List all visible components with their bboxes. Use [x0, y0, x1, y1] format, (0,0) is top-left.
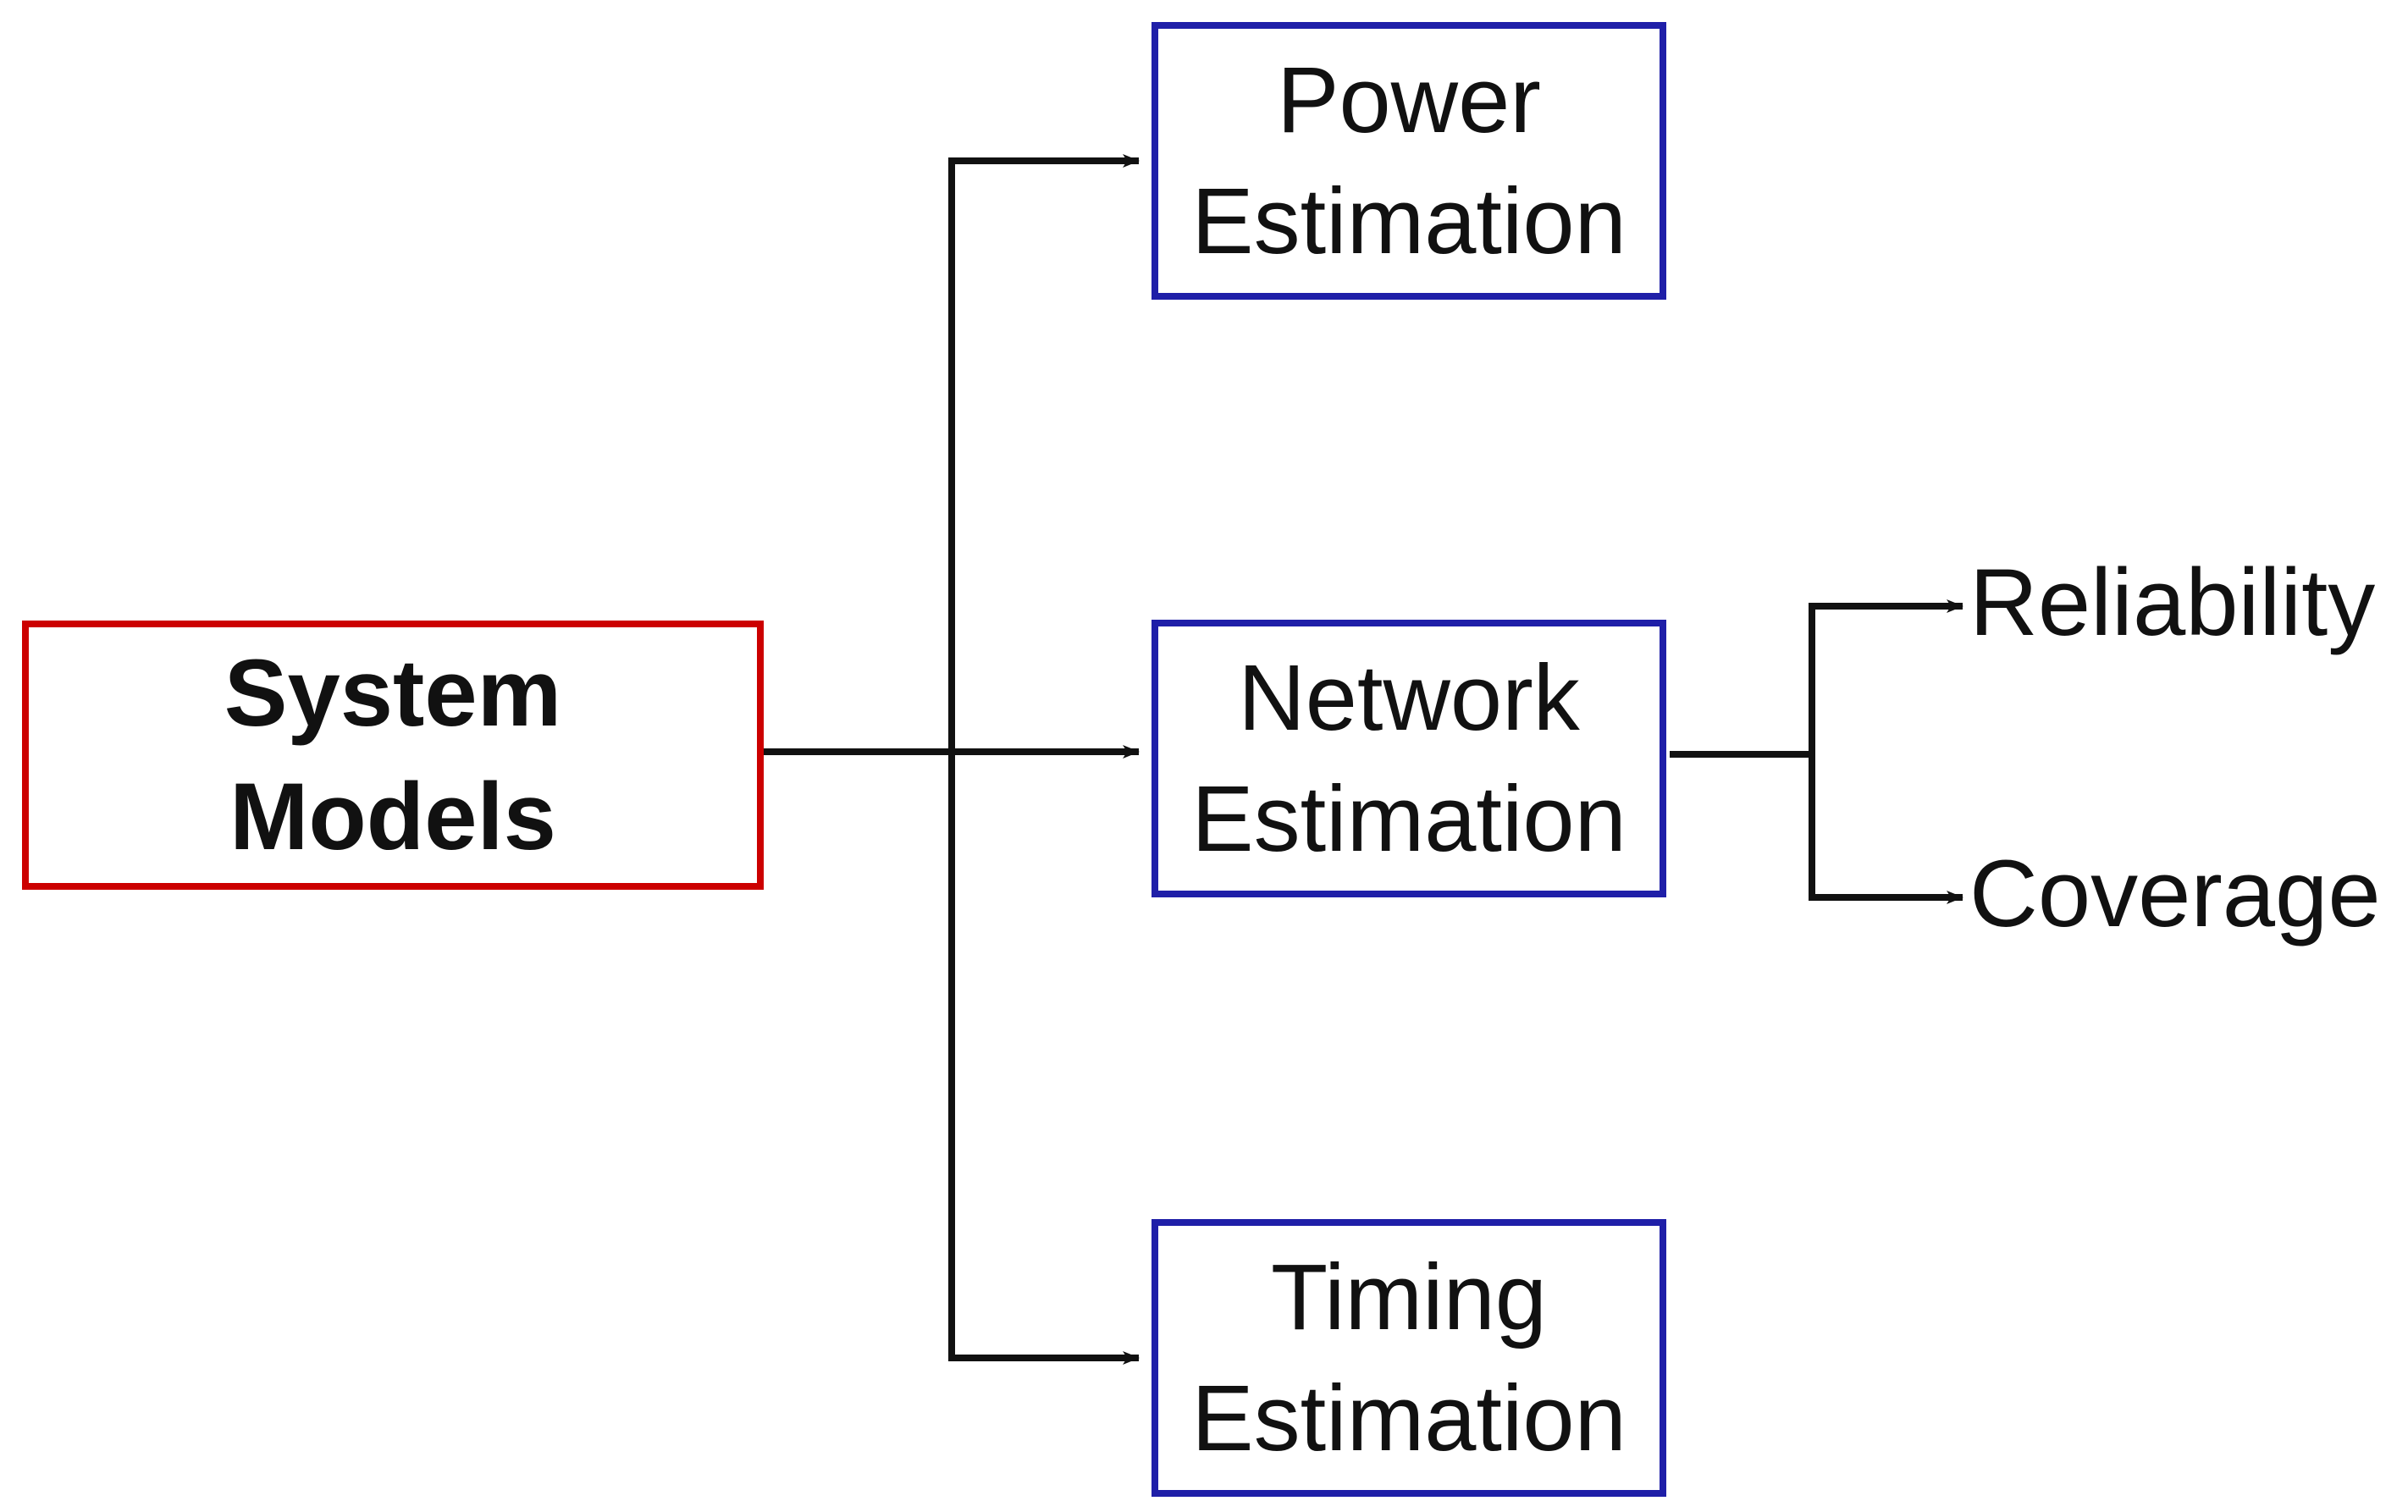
network-estimation-line1: Network [1238, 646, 1580, 750]
network-estimation-box: Network Estimation [1152, 620, 1666, 897]
power-estimation-line1: Power [1277, 48, 1541, 152]
network-estimation-line2: Estimation [1191, 767, 1627, 871]
timing-estimation-line1: Timing [1271, 1245, 1547, 1349]
system-models-line1: System [224, 640, 562, 747]
system-models-line2: Models [229, 764, 556, 869]
system-models-box: System Models [22, 621, 764, 890]
power-estimation-box: Power Estimation [1152, 22, 1666, 300]
timing-estimation-line2: Estimation [1191, 1366, 1627, 1471]
coverage-label: Coverage [1969, 841, 2381, 946]
reliability-label: Reliability [1969, 549, 2376, 655]
timing-estimation-box: Timing Estimation [1152, 1219, 1666, 1497]
power-estimation-line2: Estimation [1191, 169, 1627, 273]
